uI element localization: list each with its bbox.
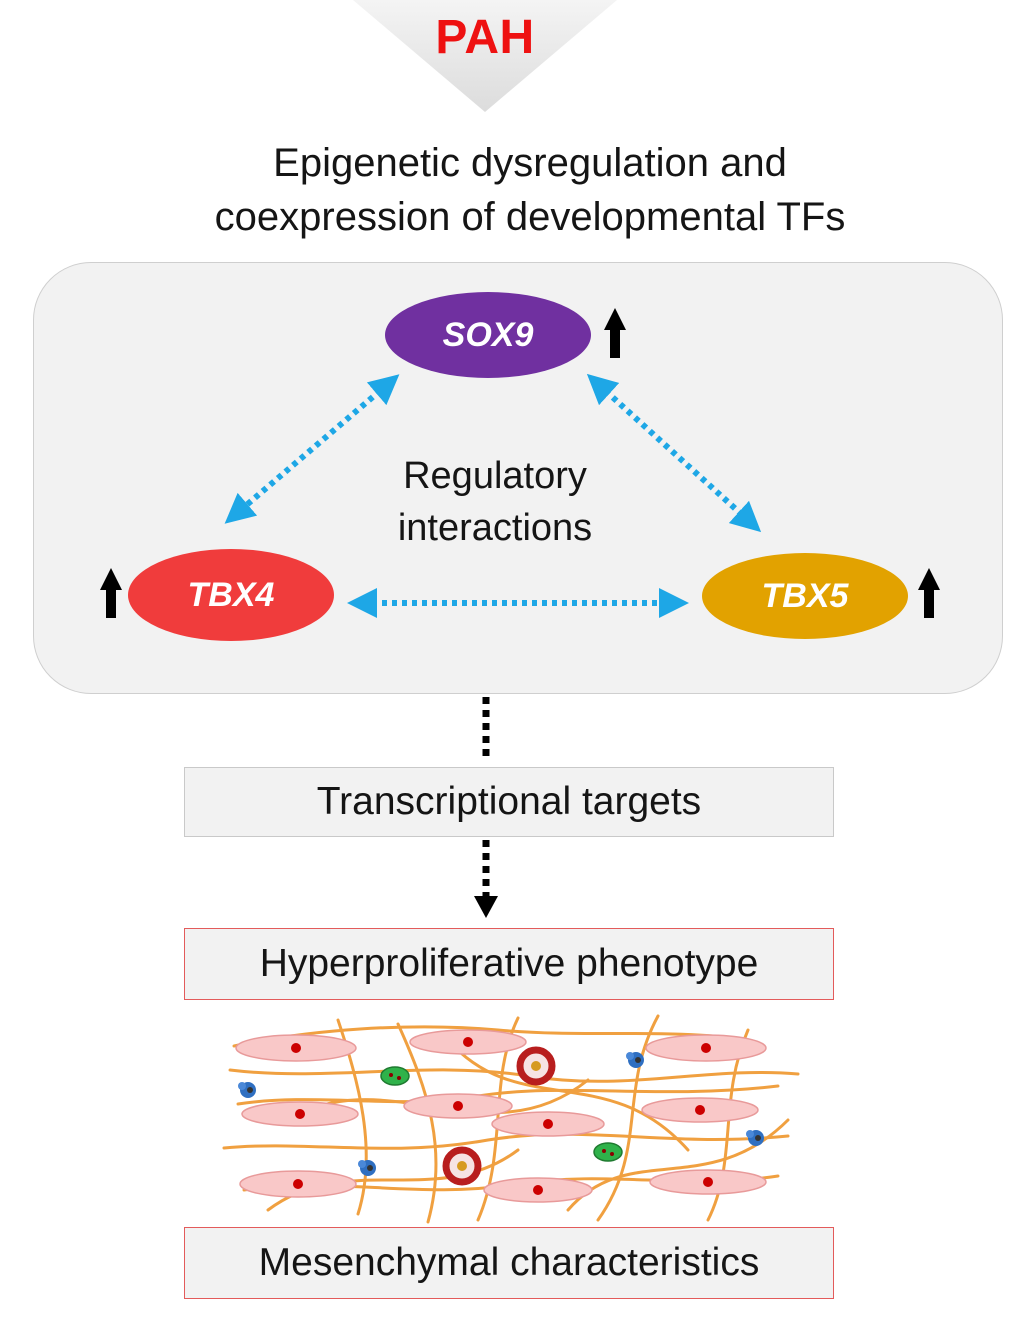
cell <box>641 1097 759 1123</box>
mesenchymal-tissue-illustration <box>222 1014 800 1224</box>
regulatory-label-line-1: Regulatory <box>403 455 587 497</box>
tbx5-label: TBX5 <box>761 576 849 615</box>
interaction-sox9-tbx5 <box>586 373 762 533</box>
transcriptional-targets-label: Transcriptional targets <box>316 780 702 823</box>
sox9-label: SOX9 <box>442 315 534 354</box>
cell <box>645 1034 767 1062</box>
ring-cell <box>442 1146 482 1186</box>
tbx4-label: TBX4 <box>187 575 275 614</box>
sox9-node: SOX9 <box>385 292 591 378</box>
tbx4-up-arrow-icon <box>100 568 122 618</box>
regulatory-interactions-label: Regulatory interactions <box>365 450 625 554</box>
cell <box>409 1029 527 1055</box>
blue-cell <box>746 1130 764 1146</box>
mesenchymal-characteristics-label: Mesenchymal characteristics <box>258 1241 760 1284</box>
blue-cell <box>626 1052 644 1068</box>
tbx5-up-arrow-icon <box>918 568 940 618</box>
blue-cell <box>238 1082 256 1098</box>
interaction-sox9-tbx4 <box>224 374 400 524</box>
fibroblast-cells <box>235 1029 767 1203</box>
blue-cell <box>358 1160 376 1176</box>
blue-cells <box>238 1052 764 1176</box>
heading-line-2: coexpression of developmental TFs <box>214 195 846 239</box>
green-cells <box>380 1066 623 1162</box>
cell <box>241 1101 359 1127</box>
ring-cells <box>442 1046 556 1186</box>
cell <box>483 1177 593 1203</box>
green-cell <box>593 1142 623 1162</box>
green-cell <box>380 1066 410 1086</box>
cell <box>239 1170 357 1198</box>
cell <box>491 1111 605 1137</box>
pah-chevron-shape <box>353 0 617 112</box>
regulatory-label-line-2: interactions <box>397 507 593 549</box>
tbx4-node: TBX4 <box>128 549 334 641</box>
targets-to-phenotype-arrow <box>474 840 498 918</box>
cell <box>403 1093 513 1119</box>
cell <box>235 1034 357 1062</box>
tbx5-node: TBX5 <box>702 553 908 639</box>
hyperproliferative-phenotype-box: Hyperproliferative phenotype <box>184 928 834 1000</box>
transcriptional-targets-box: Transcriptional targets <box>184 767 834 837</box>
hyperproliferative-phenotype-label: Hyperproliferative phenotype <box>259 942 759 985</box>
cell <box>649 1169 767 1195</box>
sox9-up-arrow-icon <box>604 308 626 358</box>
diagram-heading: Epigenetic dysregulation and coexpressio… <box>100 136 960 244</box>
mesenchymal-characteristics-box: Mesenchymal characteristics <box>184 1227 834 1299</box>
pah-label: PAH <box>435 11 535 64</box>
ring-cell <box>516 1046 556 1086</box>
heading-line-1: Epigenetic dysregulation and <box>273 141 787 185</box>
